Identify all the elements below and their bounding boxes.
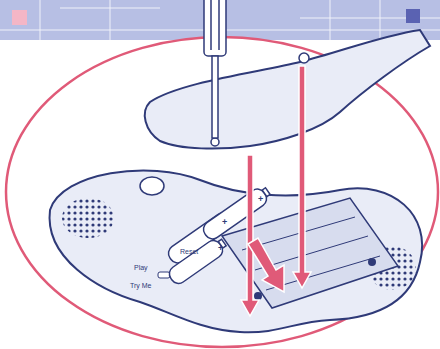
screw (211, 138, 219, 146)
switch (158, 272, 170, 278)
spring (254, 292, 262, 300)
speaker-pad (62, 198, 114, 238)
polarity-mark: + (258, 195, 263, 204)
pink-square (12, 10, 27, 25)
motion-arrows (241, 66, 311, 316)
device-body (50, 170, 423, 332)
screwdriver (204, 0, 226, 138)
control-label: Reset (180, 248, 198, 255)
polarity-mark: + (218, 244, 223, 253)
spring (368, 258, 376, 266)
blue-square (406, 9, 420, 23)
control-label: Play (134, 264, 148, 271)
batteries (165, 184, 273, 287)
control-label: Try Me (130, 282, 152, 289)
polarity-mark: + (222, 218, 227, 227)
screw-hole (299, 53, 309, 63)
battery-cover (145, 30, 430, 149)
button (140, 177, 164, 195)
